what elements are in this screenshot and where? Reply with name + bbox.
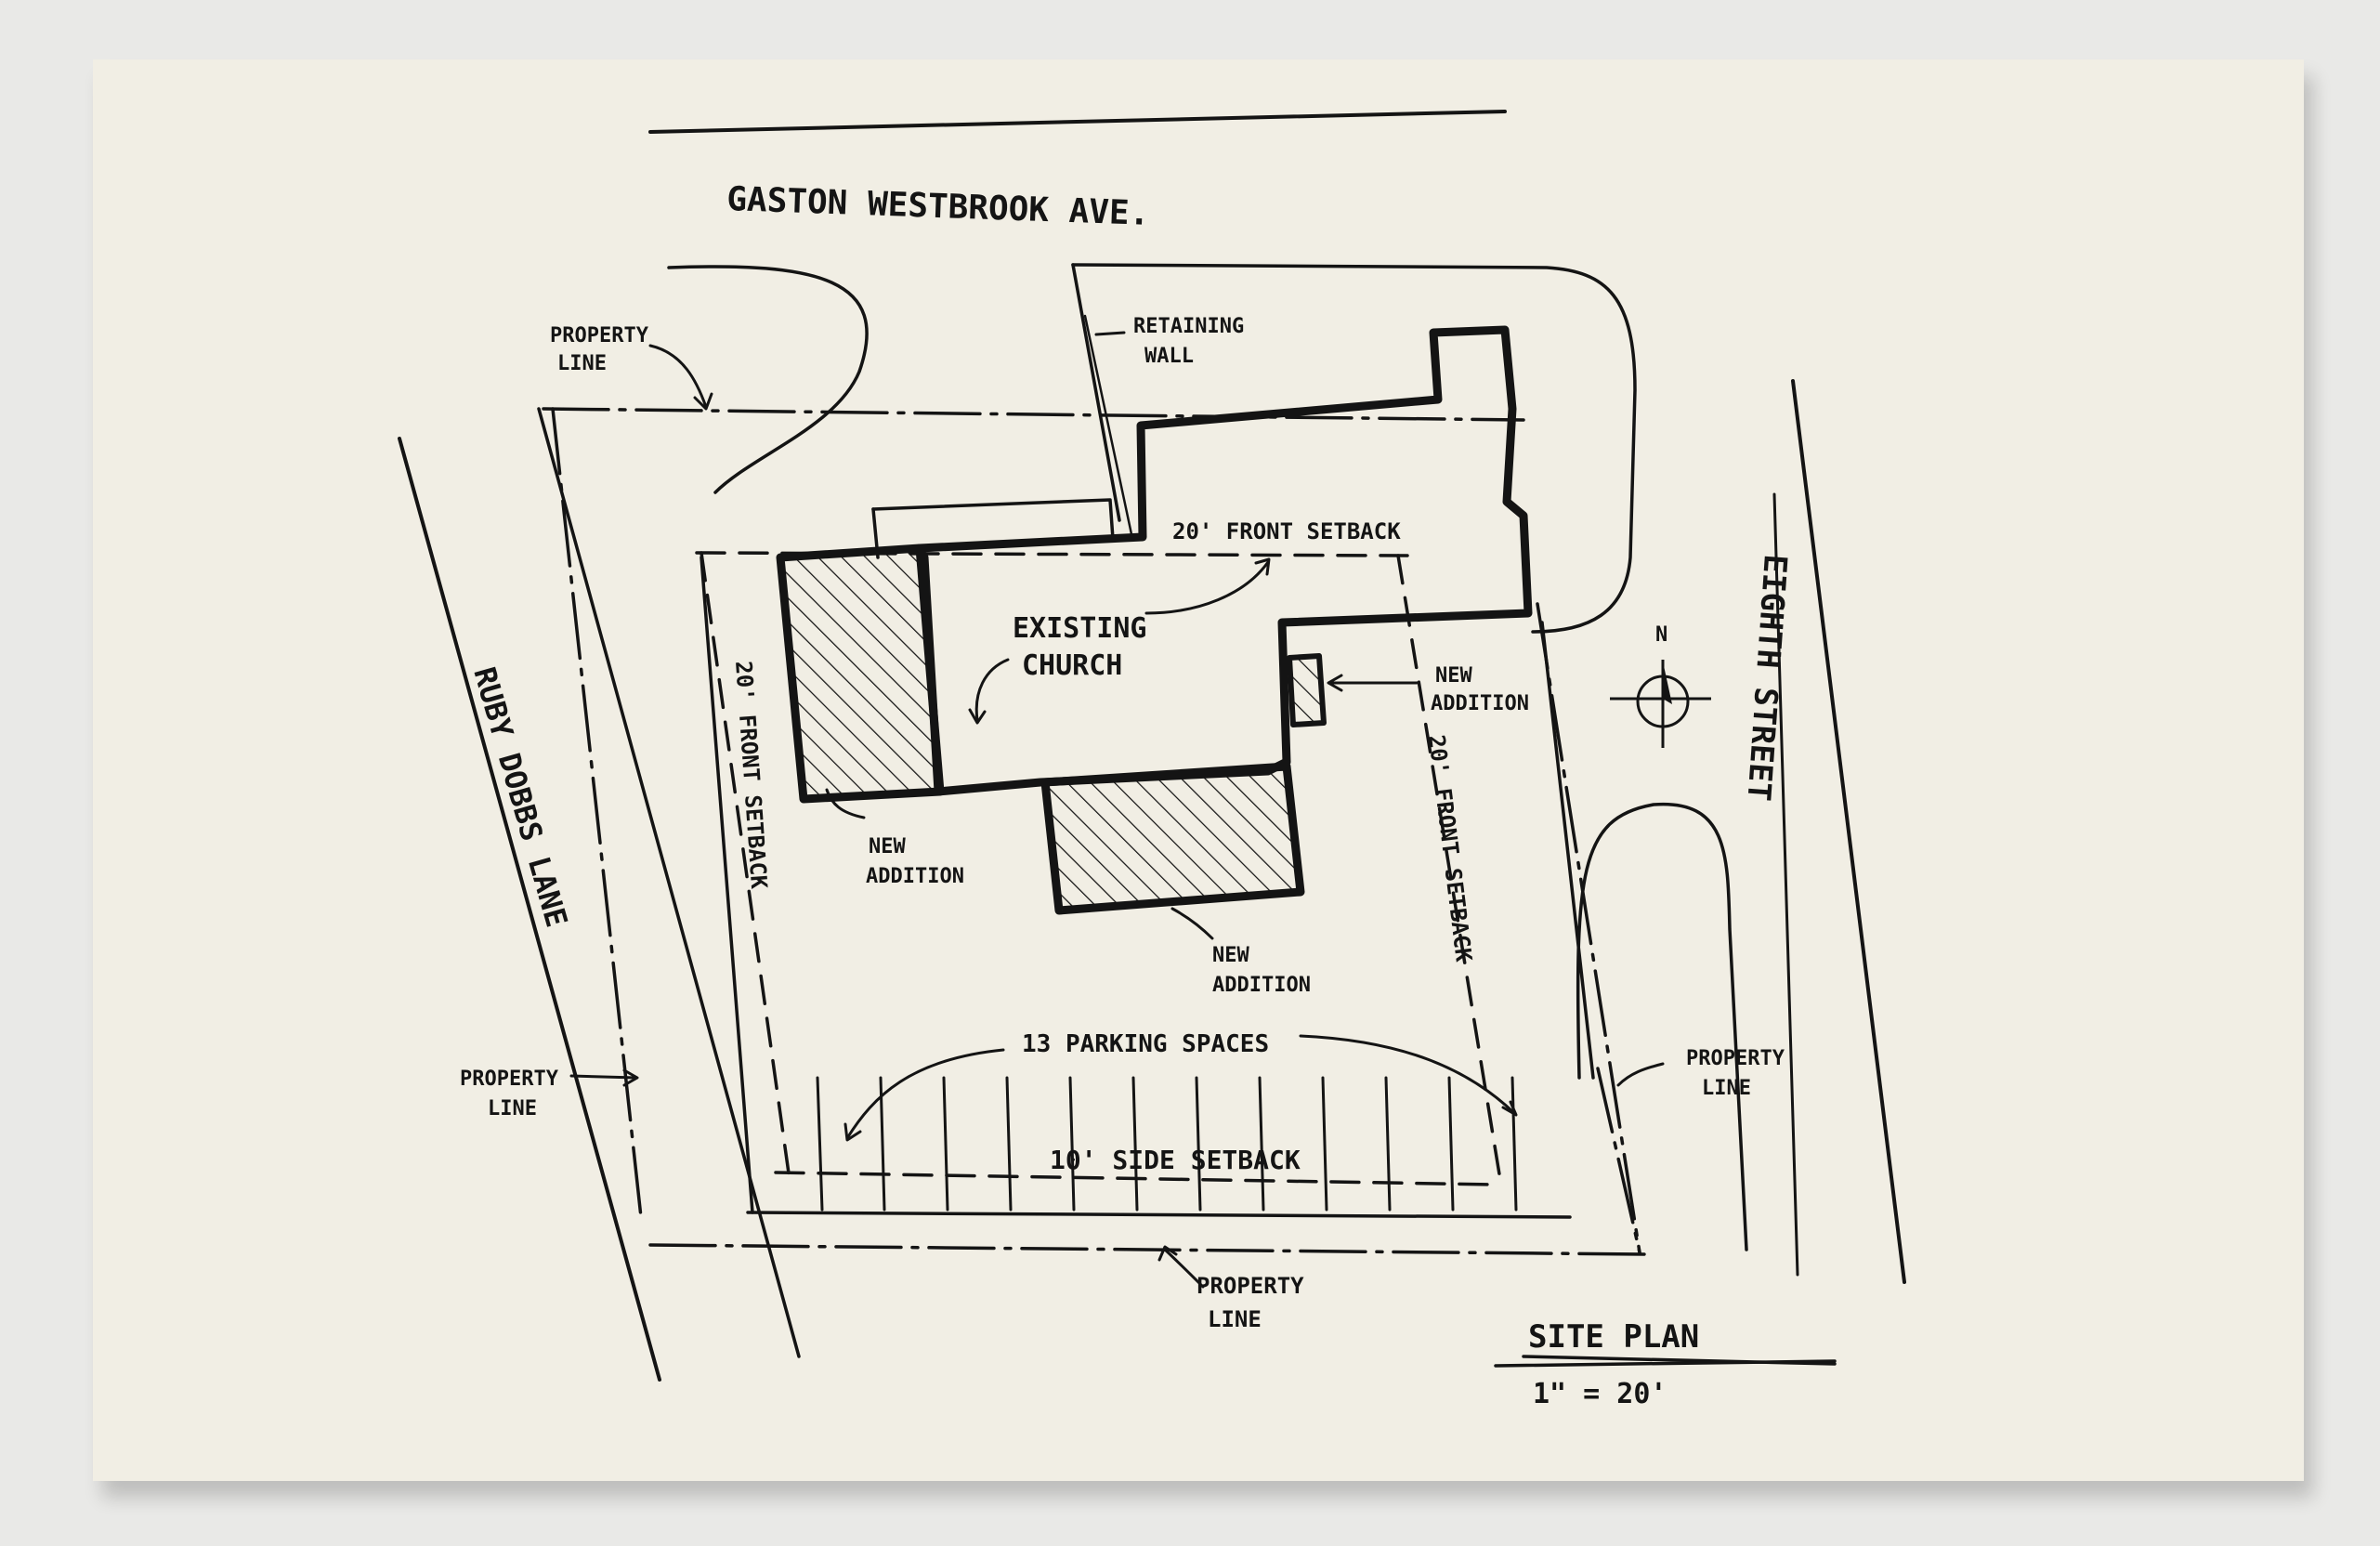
- property-line-nw-label: PROPERTY LINE: [550, 324, 660, 375]
- new-addition-west: [776, 544, 945, 804]
- side-setback-label: 10' SIDE SETBACK: [1050, 1145, 1301, 1175]
- street-lines: [398, 110, 1906, 1382]
- site-plan-scale: 1" = 20': [1533, 1378, 1667, 1410]
- parking-stalls: [816, 1076, 1518, 1212]
- existing-church-label: EXISTING CHURCH: [1013, 612, 1164, 682]
- parking-label: 13 PARKING SPACES: [1022, 1030, 1269, 1058]
- north-arrow-label: N: [1655, 623, 1667, 647]
- leader-arrows: [569, 331, 1665, 1289]
- front-setback-top-label: 20' FRONT SETBACK: [1172, 518, 1401, 544]
- existing-church: [915, 325, 1533, 796]
- curb-lines: [667, 263, 1748, 1251]
- site-plan-title: SITE PLAN: [1528, 1318, 1699, 1356]
- retaining-wall-label: RETAINING WALL: [1133, 315, 1256, 368]
- lot-outline: [700, 556, 1595, 1219]
- property-line-w-label: PROPERTY LINE: [460, 1068, 570, 1120]
- new-addition-east: [1287, 653, 1327, 727]
- property-lines: [542, 407, 1646, 1256]
- new-additions: [776, 544, 1327, 915]
- title-rule: [1494, 1359, 1837, 1368]
- new-addition-south-label: NEW ADDITION: [1212, 944, 1311, 997]
- property-line-e-label: PROPERTY LINE: [1686, 1047, 1797, 1100]
- new-addition-south: [1040, 762, 1305, 915]
- property-line-s-label: PROPERTY LINE: [1197, 1273, 1317, 1332]
- north-arrow-icon: [1610, 660, 1711, 748]
- new-addition-west-label: NEW ADDITION: [866, 835, 964, 888]
- new-addition-east-label: NEW ADDITION: [1431, 664, 1529, 715]
